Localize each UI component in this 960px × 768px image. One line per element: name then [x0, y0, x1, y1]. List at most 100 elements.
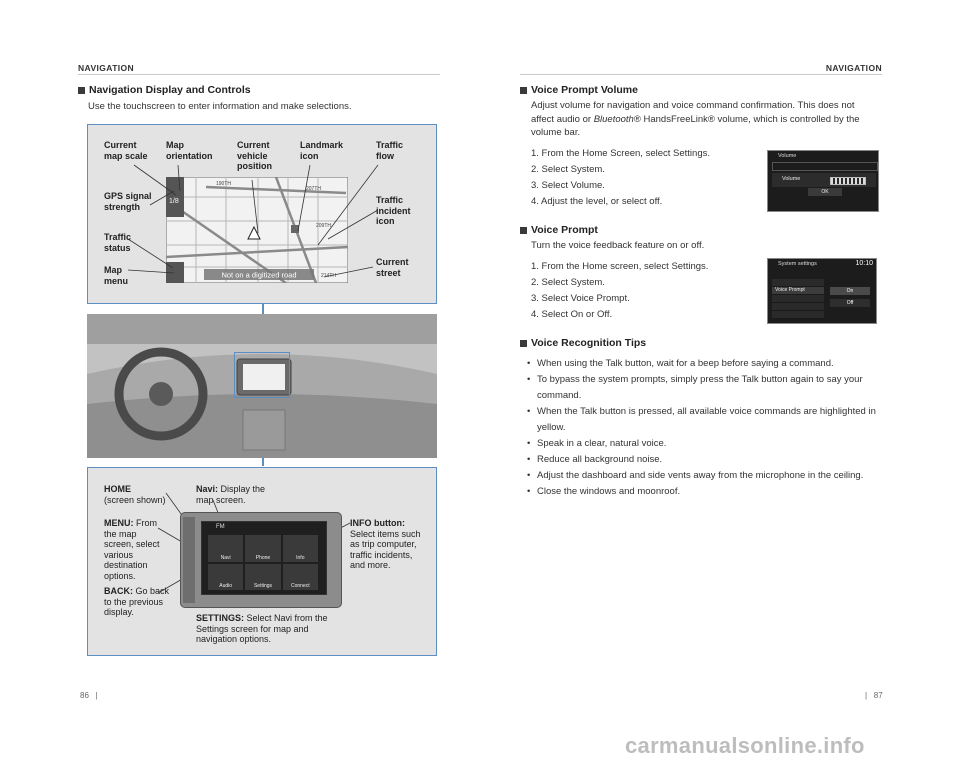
- tile-audio-label: Audio: [219, 583, 233, 589]
- list-item: When the Talk button is pressed, all ava…: [527, 404, 877, 436]
- right-header: NAVIGATION: [825, 63, 882, 73]
- settings-title: SETTINGS:: [196, 613, 245, 623]
- system-settings-list: [772, 279, 824, 319]
- home-subtitle: (screen shown): [104, 494, 166, 505]
- back-callout: BACK: Go back to the previous display.: [104, 586, 170, 618]
- callout-traffic-status: Traffic status: [104, 232, 132, 253]
- menu-text: From the map screen, select various dest…: [104, 518, 160, 581]
- info-callout: INFO button: Select items such as trip c…: [350, 518, 428, 571]
- navi-title: Navi:: [196, 484, 219, 494]
- volume-screen-tabs: [772, 162, 878, 171]
- volume-screen-title: Volume: [778, 153, 797, 159]
- voice-prompt-on-label: On: [846, 288, 854, 294]
- navi-callout: Navi: Display the map screen.: [196, 484, 274, 505]
- voice-volume-title: Voice Prompt Volume: [520, 84, 638, 96]
- system-settings-screen-title: System settings: [778, 261, 817, 267]
- menu-title: MENU:: [104, 518, 134, 528]
- voice-prompt-on-button[interactable]: On: [830, 287, 870, 295]
- volume-row-label: Volume: [782, 176, 801, 182]
- vehicle-position-icon: [247, 225, 261, 240]
- voice-prompt-off-button[interactable]: Off: [830, 299, 870, 307]
- tile-info-label: Info: [296, 554, 305, 561]
- callout-vehicle-position: Current vehicle position: [237, 140, 272, 171]
- volume-ok-button[interactable]: OK: [808, 188, 842, 196]
- callout-traffic-incident: Traffic incident icon: [376, 195, 411, 226]
- volume-screen: Volume Volume OK: [767, 150, 879, 212]
- step: 2. Select System.: [531, 277, 605, 288]
- step: 2. Select System.: [531, 164, 605, 175]
- nav-display-title: Navigation Display and Controls: [78, 84, 251, 96]
- dashboard-screen: [243, 364, 285, 390]
- callout-traffic-flow: Traffic flow: [376, 140, 404, 161]
- section-square-icon: [520, 339, 527, 347]
- home-title: HOME: [104, 484, 131, 494]
- right-page-number: | 87: [865, 691, 883, 700]
- list-item: When using the Talk button, wait for a b…: [527, 356, 877, 372]
- voice-tips-title: Voice Recognition Tips: [520, 337, 646, 349]
- tile-audio[interactable]: Audio: [208, 563, 244, 590]
- step: 1. From the Home screen, select Settings…: [531, 261, 709, 272]
- tile-info[interactable]: Info: [282, 535, 318, 562]
- callout-gps-strength: GPS signal strength: [104, 191, 152, 212]
- dashboard-photo: [87, 314, 437, 458]
- step: 1. From the Home Screen, select Settings…: [531, 148, 710, 159]
- voice-volume-paragraph: Adjust volume for navigation and voice c…: [531, 99, 871, 140]
- right-page-number-text: 87: [873, 691, 883, 700]
- back-text: Go back to the previous display.: [104, 586, 170, 617]
- list-item: Reduce all background noise.: [527, 452, 877, 468]
- info-text: Select items such as trip computer, traf…: [350, 528, 421, 571]
- map-leader-lines: [127, 164, 379, 278]
- landmark-icon: [291, 225, 299, 233]
- steering-wheel: [114, 347, 208, 441]
- home-screen: FM Navi Phone Info Audio Settings Connec…: [201, 521, 327, 595]
- list-item: Adjust the dashboard and side vents away…: [527, 468, 877, 484]
- menu-callout: MENU: From the map screen, select variou…: [104, 518, 168, 581]
- left-header: NAVIGATION: [78, 63, 135, 73]
- voice-tips-list: When using the Talk button, wait for a b…: [527, 356, 877, 500]
- left-page-number: 86 |: [80, 691, 98, 700]
- voice-volume-text-a: Adjust volume for navigation and voice c…: [531, 100, 855, 125]
- voice-prompt-title: Voice Prompt: [520, 224, 598, 236]
- left-header-rule: [78, 74, 440, 75]
- tile-settings[interactable]: Settings: [245, 563, 281, 590]
- tile-settings-label: Settings: [253, 583, 273, 589]
- system-settings-time: 10:10: [855, 260, 873, 267]
- system-settings-screen: System settings 10:10 Voice Prompt On Of…: [767, 258, 877, 324]
- road-banner-text: Not on a digitized road: [221, 271, 296, 280]
- road-banner-bg: [204, 269, 314, 280]
- home-panel: FM Navi Phone Info Audio Settings Connec…: [87, 467, 437, 656]
- volume-level-bar: [830, 177, 866, 185]
- street-label-1: 207TH: [306, 186, 321, 192]
- voice-prompt-title-text: Voice Prompt: [531, 224, 598, 236]
- settings-text: Select Navi from the Settings screen for…: [196, 613, 328, 644]
- step: 4. Select On or Off.: [531, 309, 613, 320]
- nav-display-intro: Use the touchscreen to enter information…: [88, 101, 352, 112]
- voice-prompt-row[interactable]: Voice Prompt: [772, 287, 824, 294]
- map-panel: 1/8 Not on a digitized road 207TH 209TH …: [87, 124, 437, 304]
- section-square-icon: [520, 86, 527, 94]
- watermark: carmanualsonline.info: [625, 733, 865, 758]
- info-title: INFO button:: [350, 518, 405, 528]
- step: 3. Select Voice Prompt.: [531, 293, 630, 304]
- tile-connect[interactable]: Connect: [282, 563, 318, 590]
- tile-navi[interactable]: Navi: [208, 535, 244, 562]
- head-unit-buttons: [183, 517, 195, 603]
- head-unit: FM Navi Phone Info Audio Settings Connec…: [180, 512, 342, 608]
- home-callout: HOME (screen shown): [104, 484, 186, 505]
- map-scale-text: 1/8: [169, 198, 179, 205]
- right-header-rule: [520, 74, 882, 75]
- callout-map-menu: Map menu: [104, 265, 129, 286]
- list-item: To bypass the system prompts, simply pre…: [527, 372, 877, 404]
- callout-landmark-icon: Landmark icon: [300, 140, 344, 161]
- tile-phone[interactable]: Phone: [245, 535, 281, 562]
- list-item: Speak in a clear, natural voice.: [527, 436, 877, 452]
- street-label-4: 190TH: [216, 181, 231, 187]
- voice-prompt-steps: 1. From the Home screen, select Settings…: [531, 259, 708, 323]
- map-screen: 1/8 Not on a digitized road 207TH 209TH …: [166, 177, 348, 283]
- tile-navi-label: Navi: [220, 554, 231, 561]
- tile-connect-label: Connect: [291, 583, 310, 589]
- voice-prompt-row-label: Voice Prompt: [775, 287, 805, 293]
- voice-volume-title-text: Voice Prompt Volume: [531, 84, 638, 96]
- callout-map-orientation: Map orientation: [166, 140, 213, 161]
- left-page-number-text: 86: [80, 691, 89, 700]
